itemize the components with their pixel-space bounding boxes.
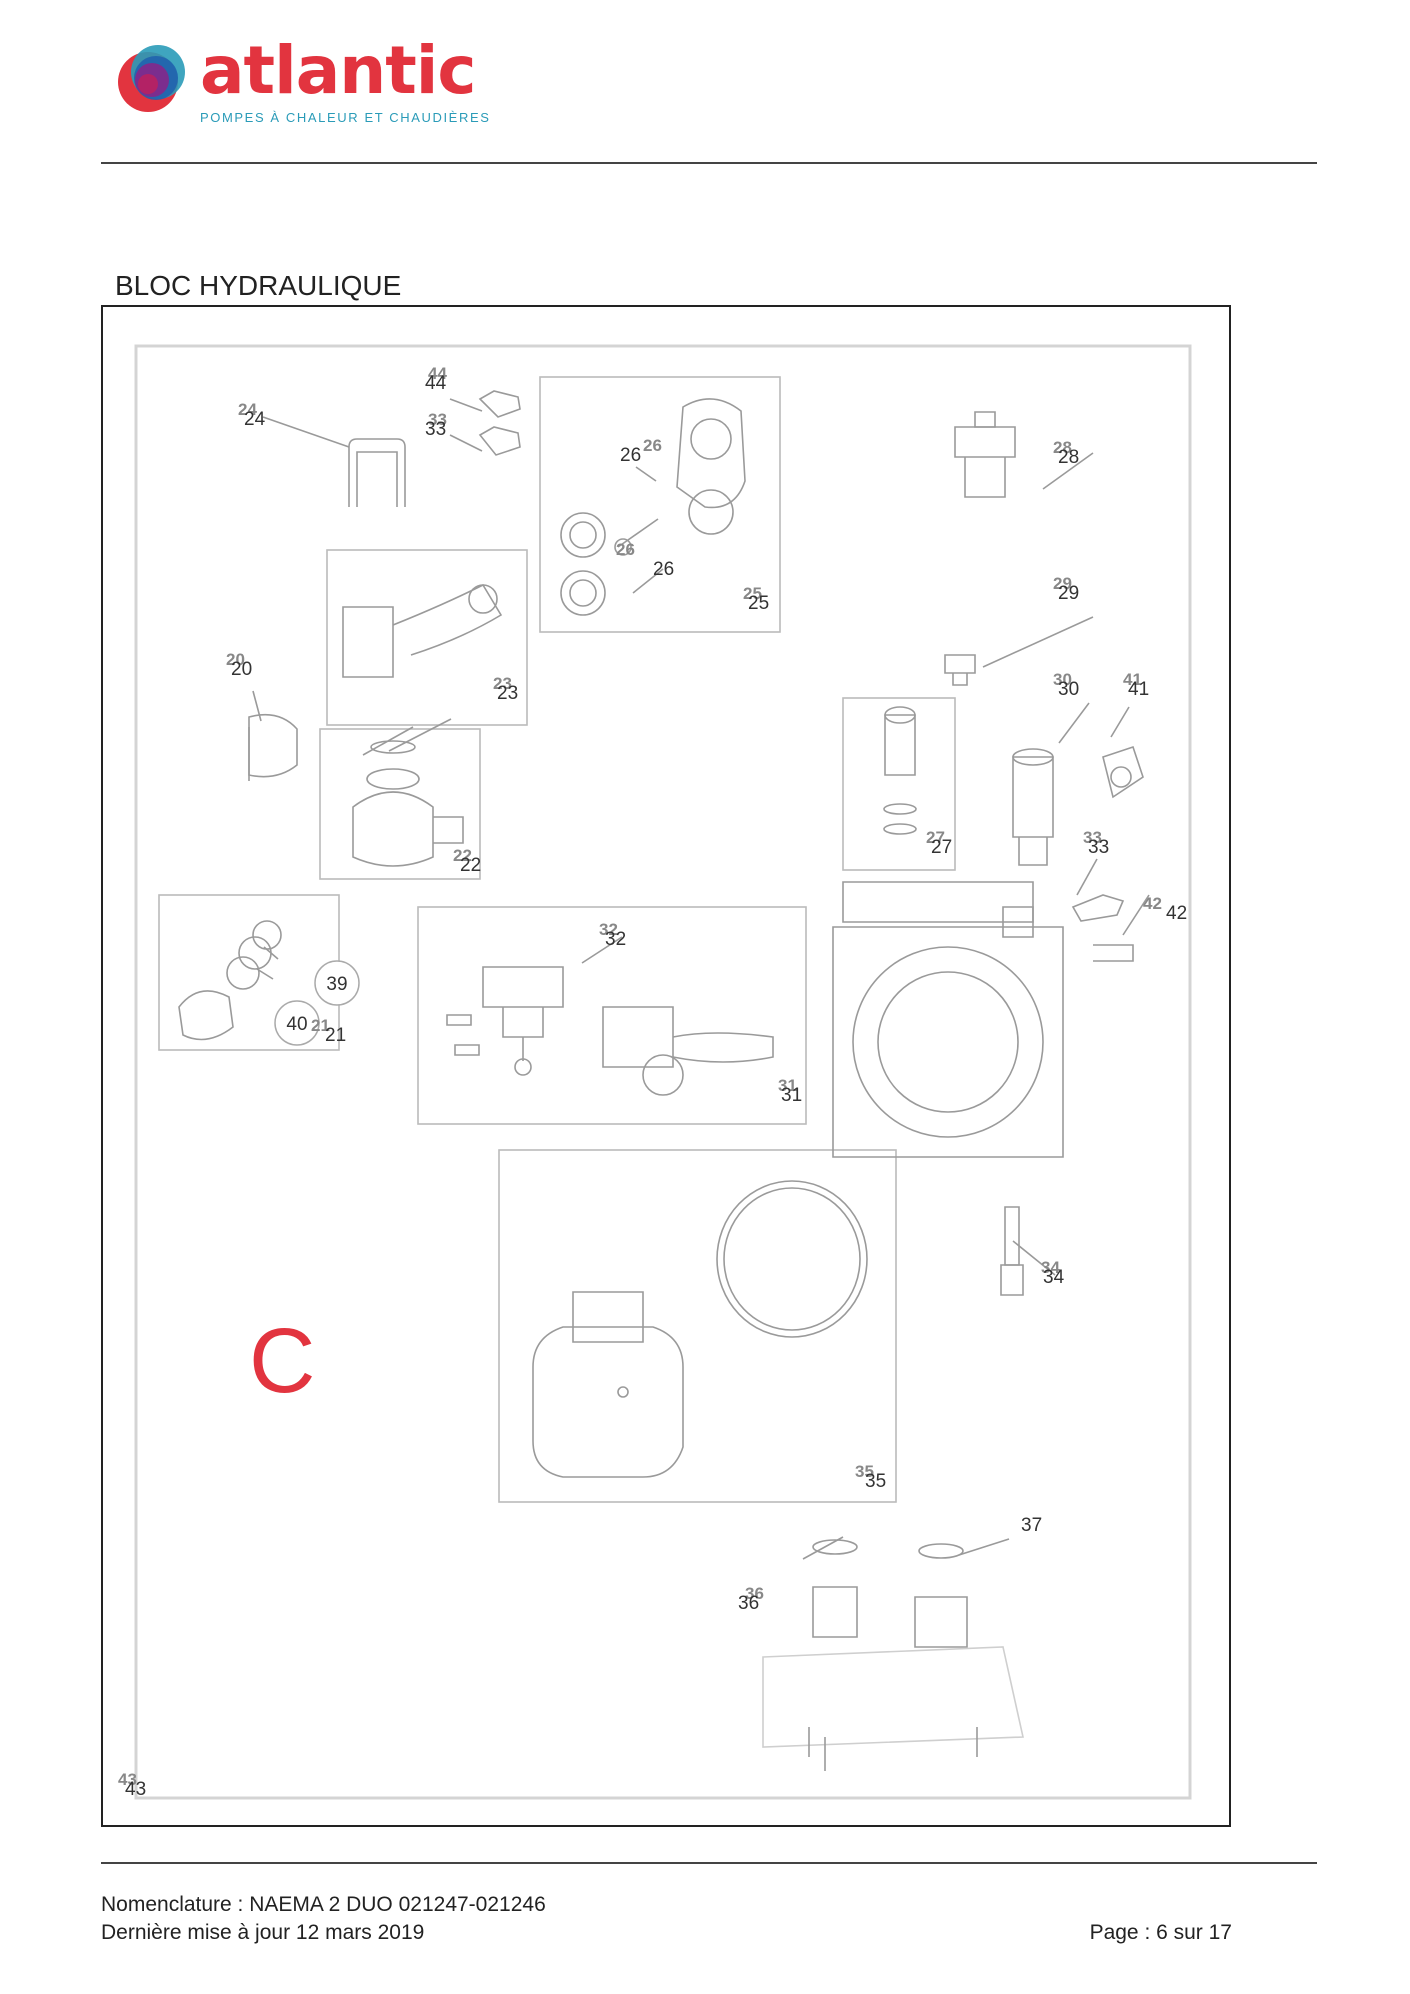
svg-text:23: 23 xyxy=(493,674,512,693)
callout-26: 26 xyxy=(653,559,674,580)
svg-text:33: 33 xyxy=(1083,828,1102,847)
svg-text:27: 27 xyxy=(926,828,945,847)
brand-logo: atlantic POMPES À CHALEUR ET CHAUDIÈRES xyxy=(112,32,492,128)
callout-29: 29 xyxy=(1058,583,1079,604)
brand-wordmark: atlantic xyxy=(200,32,477,109)
callout-34: 34 xyxy=(1043,1267,1065,1288)
callout-40: 40 xyxy=(286,1014,307,1035)
footer-page-number: Page : 6 sur 17 xyxy=(1089,1921,1232,1944)
diagram-frame xyxy=(101,305,1231,1827)
callout-42: 42 xyxy=(1166,903,1187,924)
callout-circle-40 xyxy=(274,1000,320,1046)
variant-letter: C xyxy=(249,1310,315,1412)
svg-text:26: 26 xyxy=(643,436,662,455)
callout-41: 41 xyxy=(1128,679,1149,700)
svg-text:36: 36 xyxy=(745,1584,764,1603)
footer-nomenclature: Nomenclature : NAEMA 2 DUO 021247-021246 xyxy=(101,1893,546,1916)
callout-23: 23 xyxy=(497,683,518,704)
svg-text:42: 42 xyxy=(1143,894,1162,913)
callout-33: 33 xyxy=(1088,837,1109,858)
svg-text:25: 25 xyxy=(743,584,762,603)
svg-text:41: 41 xyxy=(1123,670,1142,689)
callout-24: 24 xyxy=(244,409,266,430)
svg-text:26: 26 xyxy=(616,540,635,559)
svg-text:35: 35 xyxy=(855,1462,874,1481)
callout-circle-39 xyxy=(314,960,360,1006)
callout-44: 44 xyxy=(425,373,447,394)
callout-26: 26 xyxy=(620,445,641,466)
callout-27: 27 xyxy=(931,837,952,858)
callout-22: 22 xyxy=(460,855,481,876)
callout-31: 31 xyxy=(781,1085,802,1106)
svg-text:32: 32 xyxy=(599,920,618,939)
svg-text:24: 24 xyxy=(238,400,257,419)
svg-text:29: 29 xyxy=(1053,574,1072,593)
callout-43: 43 xyxy=(125,1779,146,1800)
svg-text:21: 21 xyxy=(311,1016,330,1035)
callout-37: 37 xyxy=(1021,1515,1042,1536)
header-divider xyxy=(101,162,1317,164)
svg-text:28: 28 xyxy=(1053,438,1072,457)
callout-25: 25 xyxy=(748,593,769,614)
svg-text:33: 33 xyxy=(428,410,447,429)
callout-32: 32 xyxy=(605,929,626,950)
svg-text:34: 34 xyxy=(1041,1258,1060,1277)
brand-tagline: POMPES À CHALEUR ET CHAUDIÈRES xyxy=(200,110,491,125)
callout-33: 33 xyxy=(425,419,446,440)
svg-text:30: 30 xyxy=(1053,670,1072,689)
section-title: BLOC HYDRAULIQUE xyxy=(115,270,402,301)
svg-text:20: 20 xyxy=(226,650,245,669)
callout-36: 36 xyxy=(738,1593,759,1614)
svg-text:43: 43 xyxy=(118,1770,137,1789)
footer-last-update: Dernière mise à jour 12 mars 2019 xyxy=(101,1921,425,1944)
callout-21: 21 xyxy=(325,1025,346,1046)
callout-28: 28 xyxy=(1058,447,1079,468)
callout-30: 30 xyxy=(1058,679,1079,700)
footer-divider xyxy=(101,1862,1317,1864)
callout-20: 20 xyxy=(231,659,252,680)
brand-mark-icon xyxy=(118,45,185,112)
svg-text:22: 22 xyxy=(453,846,472,865)
svg-text:31: 31 xyxy=(778,1076,797,1095)
callout-39: 39 xyxy=(326,974,347,995)
svg-text:44: 44 xyxy=(428,364,447,383)
callout-35: 35 xyxy=(865,1471,886,1492)
